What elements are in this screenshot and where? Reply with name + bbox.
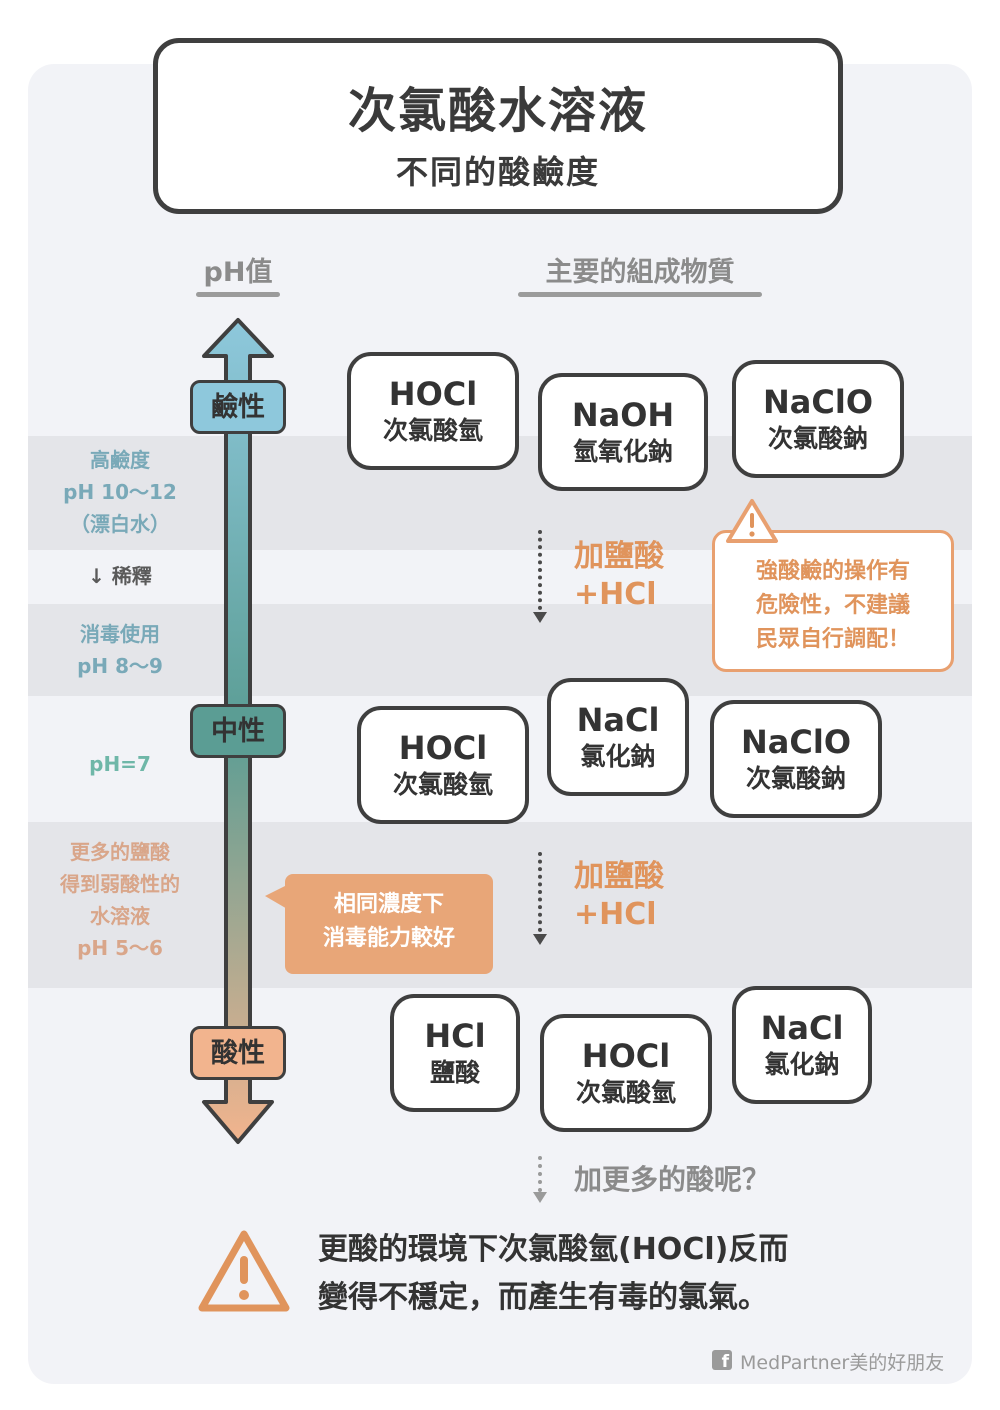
acidic-line-1: 更多的鹽酸	[70, 840, 170, 864]
page-subtitle: 不同的酸鹼度	[395, 153, 600, 191]
compound-name: 次氯酸氫	[392, 770, 493, 799]
acidic-ph: pH 5～6	[77, 936, 163, 960]
warning-triangle-icon	[198, 1230, 290, 1312]
dilute-note: ↓ 稀釋	[40, 560, 200, 592]
compound-name: 次氯酸鈉	[745, 764, 846, 793]
high-alkaline-line: 高鹼度	[90, 448, 150, 472]
page-title: 次氯酸水溶液	[347, 83, 648, 139]
compound-box: NaCl 氯化鈉	[732, 986, 872, 1104]
high-alkaline-note: 高鹼度 pH 10～12 （漂白水）	[40, 444, 200, 540]
compound-formula: NaCl	[760, 1009, 844, 1047]
compound-name: 次氯酸氫	[382, 416, 483, 445]
high-alkaline-ph: pH 10～12	[63, 480, 177, 504]
compound-name: 氫氧化鈉	[572, 437, 673, 466]
callout-line: 消毒能力較好	[322, 926, 455, 951]
dotted-arrow-line	[538, 530, 542, 610]
compound-name: 次氯酸氫	[575, 1078, 676, 1107]
compound-formula: HOCl	[581, 1037, 671, 1075]
high-alkaline-bleach: （漂白水）	[70, 512, 170, 536]
compound-name: 鹽酸	[429, 1058, 480, 1087]
acidic-note: 更多的鹽酸 得到弱酸性的 水溶液 pH 5～6	[40, 836, 200, 964]
compound-box: NaClO 次氯酸鈉	[710, 700, 882, 818]
compound-formula: NaCl	[576, 701, 660, 739]
add-acid-text: 加鹽酸	[574, 859, 664, 894]
acidic-label: 酸性	[190, 1026, 286, 1080]
facebook-icon: f	[712, 1350, 732, 1370]
more-acid-question: 加更多的酸呢？	[574, 1163, 771, 1196]
neutral-label: 中性	[190, 704, 286, 758]
down-arrowhead-icon	[533, 612, 547, 623]
dotted-arrow-line	[538, 1156, 542, 1192]
compound-box: HOCl 次氯酸氫	[540, 1014, 712, 1132]
danger-warning-line: 民眾自行調配！	[755, 627, 910, 652]
composition-column-heading: 主要的組成物質	[545, 257, 735, 288]
compound-name: 氯化鈉	[764, 1050, 840, 1079]
callout-pointer	[265, 884, 289, 910]
compound-formula: HCl	[424, 1017, 486, 1055]
ph-column-underline	[196, 292, 280, 297]
chlorine-warning: 更酸的環境下次氯酸氫(HOCl)反而 變得不穩定，而產生有毒的氯氣。	[318, 1226, 898, 1322]
acidic-line-2: 得到弱酸性的	[60, 872, 180, 896]
callout-line: 相同濃度下	[333, 892, 444, 917]
down-arrowhead-icon	[533, 1192, 547, 1203]
compound-box: HCl 鹽酸	[390, 994, 520, 1112]
composition-column-underline	[518, 292, 762, 297]
disinfect-ph: pH 8～9	[77, 654, 163, 678]
acidic-line-3: 水溶液	[90, 904, 150, 928]
compound-formula: HOCl	[388, 375, 478, 413]
chlorine-warning-line: 變得不穩定，而產生有毒的氯氣。	[318, 1280, 768, 1315]
compound-box: NaClO 次氯酸鈉	[732, 360, 904, 478]
add-acid-formula: +HCl	[574, 577, 657, 612]
compound-formula: HOCl	[398, 729, 488, 767]
compound-box: HOCl 次氯酸氫	[357, 706, 529, 824]
add-acid-text: 加鹽酸	[574, 539, 664, 574]
ph-column-heading: pH值	[203, 257, 273, 288]
disinfect-callout: 相同濃度下 消毒能力較好	[285, 874, 493, 974]
warning-triangle-icon	[726, 499, 778, 543]
down-arrowhead-icon	[533, 934, 547, 945]
compound-name: 次氯酸鈉	[767, 424, 868, 453]
neutral-ph-note: pH=7	[89, 752, 151, 776]
footer-brand: MedPartner美的好朋友	[740, 1352, 945, 1374]
disinfect-line: 消毒使用	[80, 622, 160, 646]
compound-box: NaOH 氫氧化鈉	[538, 373, 708, 491]
danger-warning-box: 強酸鹼的操作有 危險性，不建議 民眾自行調配！	[712, 530, 954, 672]
chlorine-warning-line: 更酸的環境下次氯酸氫(HOCl)反而	[318, 1232, 789, 1267]
compound-formula: NaOH	[571, 396, 675, 434]
title-box: 次氯酸水溶液 不同的酸鹼度	[153, 38, 843, 214]
band-acidic	[28, 822, 972, 988]
compound-box: NaCl 氯化鈉	[547, 678, 689, 796]
danger-warning-line: 強酸鹼的操作有	[755, 559, 910, 584]
dotted-arrow-line	[538, 852, 542, 932]
dilute-label: 稀釋	[111, 564, 152, 588]
alkaline-label: 鹼性	[190, 380, 286, 434]
add-acid-label: 加鹽酸 +HCl	[574, 538, 664, 614]
compound-formula: NaClO	[740, 723, 852, 761]
compound-formula: NaClO	[762, 383, 874, 421]
down-arrow-icon: ↓	[88, 564, 105, 588]
danger-warning-line: 危險性，不建議	[755, 593, 910, 618]
add-acid-label: 加鹽酸 +HCl	[574, 858, 664, 934]
add-acid-formula: +HCl	[574, 897, 657, 932]
compound-name: 氯化鈉	[580, 742, 656, 771]
compound-box: HOCl 次氯酸氫	[347, 352, 519, 470]
disinfect-note: 消毒使用 pH 8～9	[40, 618, 200, 682]
